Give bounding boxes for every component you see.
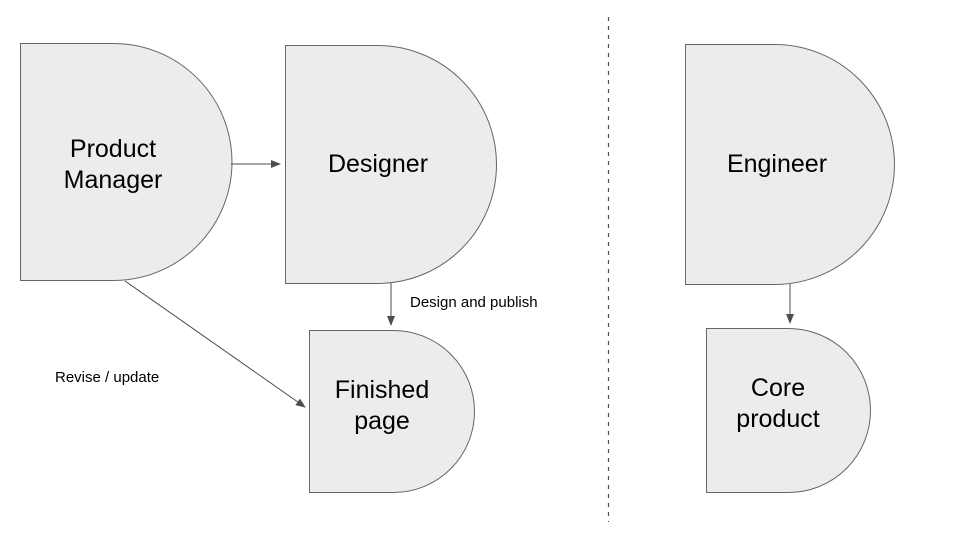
edge-label-design-and-publish: Design and publish xyxy=(410,294,538,311)
node-shape-product-manager[interactable] xyxy=(20,43,233,281)
node-shape-designer[interactable] xyxy=(285,45,497,284)
node-shape-engineer[interactable] xyxy=(685,44,895,285)
node-shapes xyxy=(20,43,895,493)
edge-label-revise-update: Revise / update xyxy=(55,369,160,386)
node-shape-finished-page[interactable] xyxy=(309,330,475,493)
edge-pm-to-finished-page[interactable] xyxy=(124,280,306,408)
edge-connectors xyxy=(124,160,794,408)
node-shape-core-product[interactable] xyxy=(706,328,871,493)
